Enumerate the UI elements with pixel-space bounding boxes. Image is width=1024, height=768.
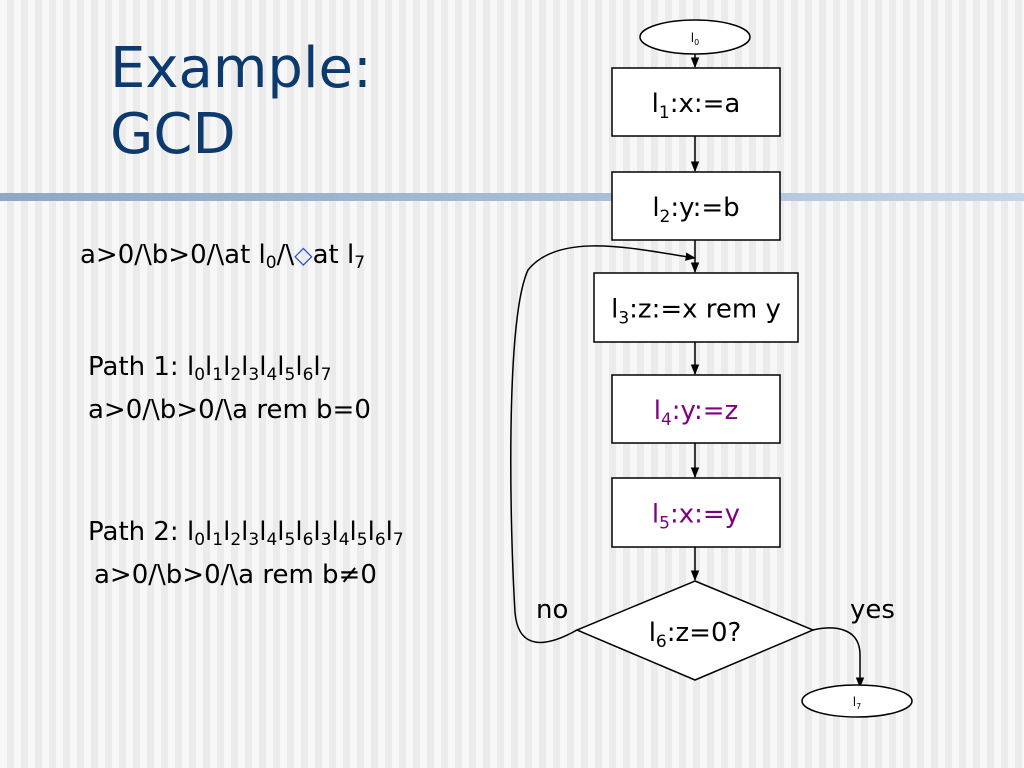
path2-line: Path 2: l0l1l2l3l4l5l6l3l4l5l6l7 xyxy=(88,517,404,550)
process-boxes: l1:x:=a l2:y:=b l3:z:=x rem y l4:y:=z l5:x:=… xyxy=(593,67,799,548)
seq-label-sub: 1 xyxy=(212,365,224,385)
seq-label-sub: 6 xyxy=(302,530,314,550)
seq-label-letter: l xyxy=(331,517,339,547)
process-box-label: l5:x:=y xyxy=(652,500,740,534)
end-node: l7 xyxy=(801,684,913,718)
seq-label-letter: l xyxy=(277,352,285,382)
decision-node: l6:z=0? xyxy=(575,580,815,681)
slide-title: Example: GCD xyxy=(110,36,372,168)
seq-label-letter: l xyxy=(241,352,249,382)
seq-label-letter: l xyxy=(241,517,249,547)
spec-sub-7: 7 xyxy=(354,253,366,273)
seq-label-sub: 0 xyxy=(194,365,206,385)
seq-label-sub: 2 xyxy=(230,530,242,550)
start-node: l0 xyxy=(639,19,751,55)
seq-label-sub: 3 xyxy=(320,530,332,550)
path1-label: Path 1: xyxy=(88,352,187,382)
seq-label-sub: 0 xyxy=(194,530,206,550)
path1-condition: a>0/\b>0/\a rem b=0 xyxy=(88,395,371,425)
seq-label-letter: l xyxy=(295,352,303,382)
process-box-3: l3:z:=x rem y xyxy=(593,272,799,343)
process-box-1: l1:x:=a xyxy=(611,67,781,137)
path2-sequence: l0l1l2l3l4l5l6l3l4l5l6l7 xyxy=(186,517,404,550)
process-box-5: l5:x:=y xyxy=(611,477,781,548)
seq-label-sub: 4 xyxy=(338,530,350,550)
process-box-2: l2:y:=b xyxy=(611,171,781,241)
decision-label: l6:z=0? xyxy=(649,618,742,652)
seq-label-letter: l xyxy=(385,517,393,547)
seq-label-letter: l xyxy=(277,517,285,547)
seq-label-letter: l xyxy=(205,352,213,382)
connectors xyxy=(510,54,865,689)
process-box-label: l3:z:=x rem y xyxy=(611,295,781,329)
seq-label-sub: 4 xyxy=(266,530,278,550)
seq-label-sub: 6 xyxy=(302,365,314,385)
seq-label-letter: l xyxy=(223,352,231,382)
path1-sequence: l0l1l2l3l4l5l6l7 xyxy=(186,352,332,385)
seq-label-sub: 3 xyxy=(248,365,260,385)
seq-label-letter: l xyxy=(186,352,195,382)
path1-line: Path 1: l0l1l2l3l4l5l6l7 xyxy=(88,352,332,385)
spec-sub-0: 0 xyxy=(265,253,277,273)
seq-label-letter: l xyxy=(313,352,321,382)
seq-label-letter: l xyxy=(349,517,357,547)
title-divider xyxy=(0,193,1024,201)
seq-label-letter: l xyxy=(295,517,303,547)
seq-label-letter: l xyxy=(367,517,375,547)
seq-label-letter: l xyxy=(205,517,213,547)
seq-label-sub: 7 xyxy=(392,530,404,550)
end-node-label: l7 xyxy=(853,695,861,711)
spec-post: at l xyxy=(312,240,355,270)
process-box-4: l4:y:=z xyxy=(611,374,781,444)
seq-label-sub: 1 xyxy=(212,530,224,550)
path2-label: Path 2: xyxy=(88,517,187,547)
seq-label-letter: l xyxy=(259,352,267,382)
spec-pre: a>0/\b>0/\at l xyxy=(80,240,266,270)
seq-label-sub: 7 xyxy=(320,365,332,385)
process-box-label: l2:y:=b xyxy=(652,193,739,227)
seq-label-letter: l xyxy=(186,517,195,547)
loop-back-arrow-no xyxy=(510,245,697,644)
yes-branch-label: yes xyxy=(850,595,895,625)
seq-label-sub: 5 xyxy=(356,530,368,550)
seq-label-sub: 5 xyxy=(284,530,296,550)
arrow-yes-end xyxy=(812,627,865,689)
eventually-diamond-icon: ◇ xyxy=(294,241,313,269)
temporal-specification: a>0/\b>0/\at l0/\◇at l7 xyxy=(80,240,366,273)
seq-label-letter: l xyxy=(313,517,321,547)
title-line-1: Example: xyxy=(110,36,372,101)
seq-label-letter: l xyxy=(259,517,267,547)
title-line-2: GCD xyxy=(110,102,236,167)
process-box-label: l4:y:=z xyxy=(654,396,739,430)
seq-label-sub: 4 xyxy=(266,365,278,385)
seq-label-sub: 5 xyxy=(284,365,296,385)
no-branch-label: no xyxy=(536,595,568,625)
path2-condition: a>0/\b>0/\a rem b≠0 xyxy=(94,560,377,590)
seq-label-sub: 6 xyxy=(374,530,386,550)
spec-mid: /\ xyxy=(276,240,295,270)
seq-label-sub: 3 xyxy=(248,530,260,550)
seq-label-letter: l xyxy=(223,517,231,547)
seq-label-sub: 2 xyxy=(230,365,242,385)
process-box-label: l1:x:=a xyxy=(652,89,741,123)
start-node-label: l0 xyxy=(691,31,699,47)
